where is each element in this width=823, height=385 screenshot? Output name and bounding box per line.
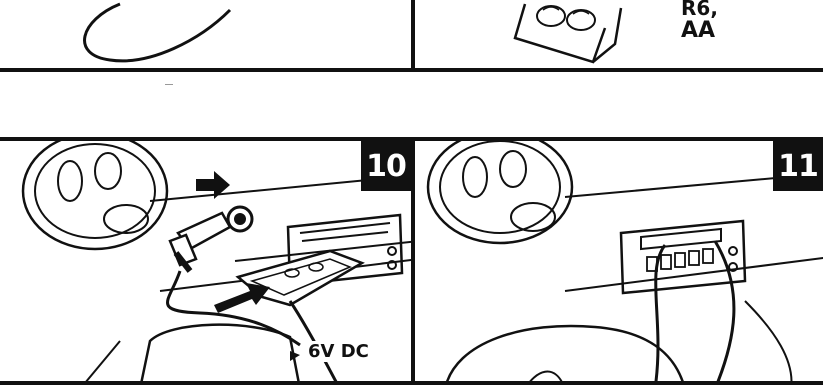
panel-step-10: 10 6V DC [0,137,415,385]
panel-top-right: R6, AA [411,0,823,72]
battery-type-label-r6: R6, [681,0,718,18]
step-number-badge-11: 11 [773,141,823,191]
cord-illustration [0,0,415,72]
adapter-connected-illustration [415,141,823,385]
step-number-badge-10: 10 [361,141,411,191]
battery-type-label-aa: AA [681,20,715,42]
paper-speck [165,84,173,85]
panel-step-11: 11 [411,137,823,385]
panel-top-left [0,0,415,72]
voltage-label: 6V DC [306,341,371,362]
battery-box-illustration [415,0,823,72]
